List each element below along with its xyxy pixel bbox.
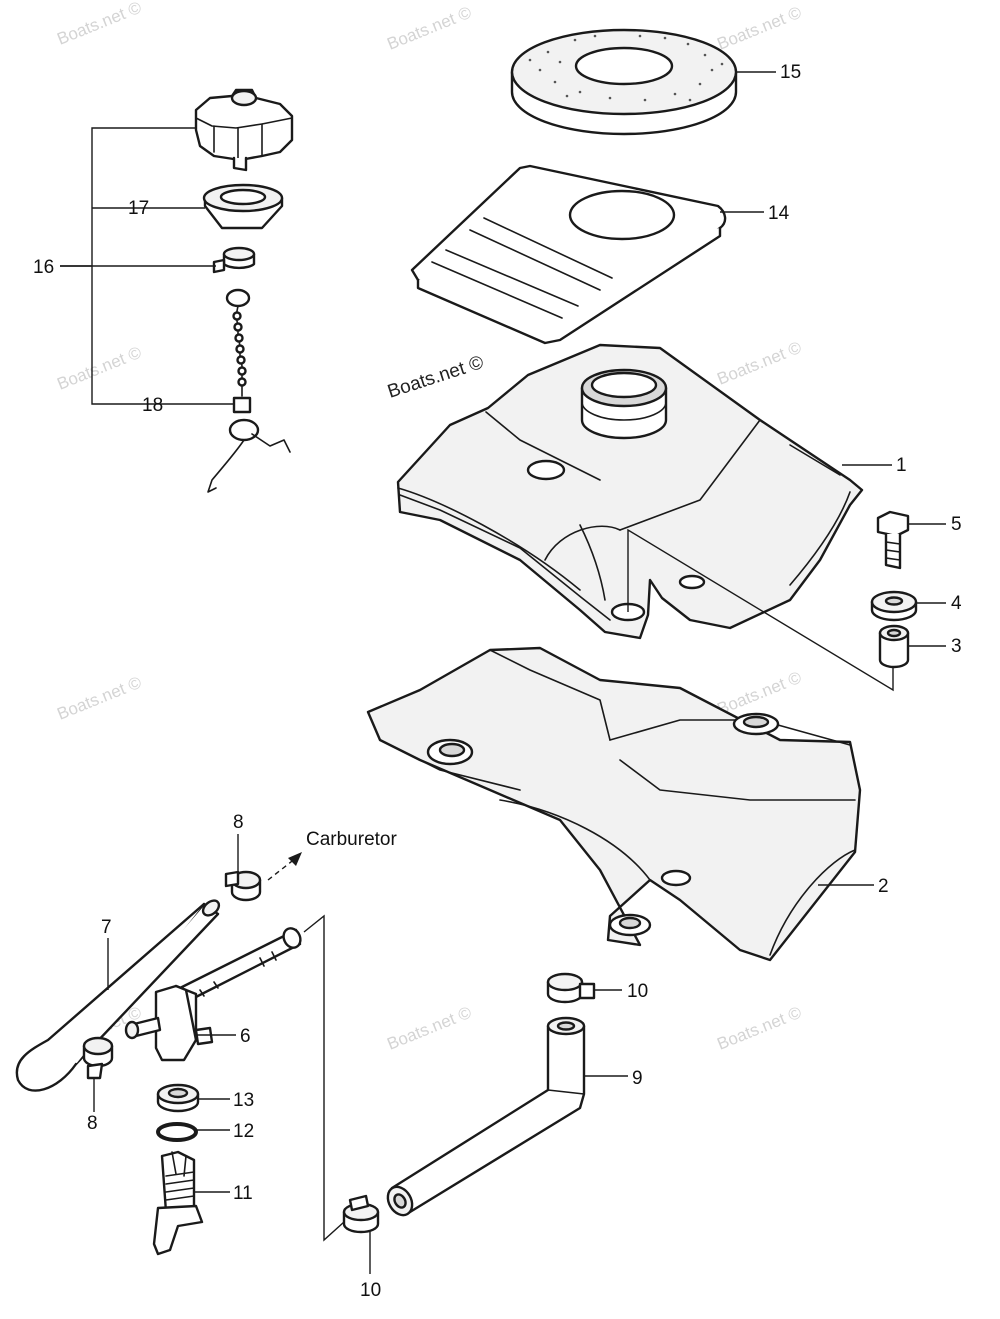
leader-lines: [60, 71, 946, 1274]
part-13-washer: [156, 1083, 200, 1113]
part-6-fuel-cock: [124, 927, 302, 1062]
part-15-foam-ring: [510, 28, 738, 136]
callout-9: 9: [632, 1068, 643, 1089]
part-10-clip-upper: [546, 972, 596, 1004]
callout-10: 10: [360, 1280, 381, 1301]
watermark-text: Boats.net ©: [54, 0, 144, 49]
watermark-stamp: Boats.net ©: [385, 352, 486, 403]
part-14-gasket: [410, 164, 727, 345]
watermark-text: Boats.net ©: [714, 338, 804, 389]
watermark-text: Boats.net ©: [384, 1003, 474, 1054]
callout-18: 18: [142, 395, 163, 416]
part-7-hose: [15, 899, 221, 1092]
watermark-text: Boats.net ©: [384, 3, 474, 54]
callout-13: 13: [233, 1090, 254, 1111]
part-4-washer: [870, 590, 918, 622]
callout-16: 16: [33, 257, 54, 278]
callout-10: 10: [627, 981, 648, 1002]
callout-2: 2: [878, 876, 889, 897]
watermark-text: Boats.net ©: [54, 673, 144, 724]
part-2-tank-lower: [366, 646, 862, 962]
callout-3: 3: [951, 636, 962, 657]
part-9-fuel-hose: [386, 1016, 586, 1217]
part-11-strainer: [152, 1150, 204, 1256]
part-1-tank-upper: [396, 343, 864, 640]
callout-12: 12: [233, 1121, 254, 1142]
callout-8: 8: [233, 812, 244, 833]
callout-15: 15: [780, 62, 801, 83]
watermark-text: Boats.net ©: [714, 1003, 804, 1054]
part-8-clip-lower: [82, 1036, 114, 1080]
watermark-text: Boats.net ©: [714, 3, 804, 54]
callout-1: 1: [896, 455, 907, 476]
part-10-clip-lower: [342, 1194, 380, 1234]
callout-5: 5: [951, 514, 962, 535]
callout-8: 8: [87, 1113, 98, 1134]
part-8-clip-upper: [224, 870, 262, 902]
callout-14: 14: [768, 203, 790, 224]
watermark-text: Boats.net ©: [54, 343, 144, 394]
watermark-text: Boats.net ©: [714, 668, 804, 719]
callout-6: 6: [240, 1026, 251, 1047]
part-12-o-ring: [156, 1122, 198, 1142]
callout-17: 17: [128, 198, 149, 219]
callout-11: 11: [233, 1183, 253, 1204]
part-3-collar: [878, 624, 910, 669]
part-5-bolt: [876, 510, 910, 570]
callout-4: 4: [951, 593, 962, 614]
carburetor-label: Carburetor: [306, 829, 397, 850]
part-16-cap-assembly: [194, 88, 294, 493]
callout-7: 7: [101, 917, 112, 938]
